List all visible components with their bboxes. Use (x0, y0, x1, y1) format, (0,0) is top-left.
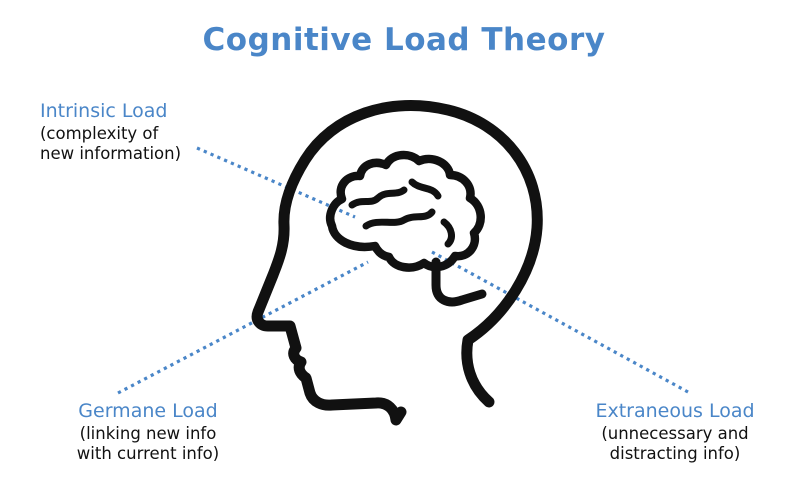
page-title: Cognitive Load Theory (202, 22, 606, 58)
brain-outline (325, 150, 485, 272)
brainstem (431, 257, 487, 307)
germane-load-desc-line1: (linking new info (79, 423, 217, 443)
brain-fold-3 (362, 208, 436, 230)
label-germane-load: Germane Load (linking new info with curr… (38, 400, 258, 465)
brain-fold-1 (348, 186, 408, 209)
connector-germane (117, 260, 369, 395)
extraneous-load-desc-line2: distracting info) (609, 444, 741, 464)
human-head-brain-icon (251, 99, 543, 426)
intrinsic-load-name: Intrinsic Load (40, 100, 168, 122)
germane-load-name: Germane Load (78, 400, 218, 422)
extraneous-load-name: Extraneous Load (595, 400, 755, 422)
brain-fold-2 (408, 178, 442, 200)
germane-load-desc-line2: with current info) (76, 444, 220, 464)
intrinsic-load-desc-line1: (complexity of (40, 123, 159, 143)
label-extraneous-load: Extraneous Load (unnecessary and distrac… (555, 400, 795, 465)
label-intrinsic-load: Intrinsic Load (complexity of new inform… (40, 100, 260, 165)
intrinsic-load-desc-line2: new information) (40, 144, 182, 164)
head-outline (251, 99, 543, 426)
connector-intrinsic (196, 146, 356, 219)
brain-fold-4 (440, 218, 455, 248)
extraneous-load-desc-line1: (unnecessary and (601, 423, 749, 443)
